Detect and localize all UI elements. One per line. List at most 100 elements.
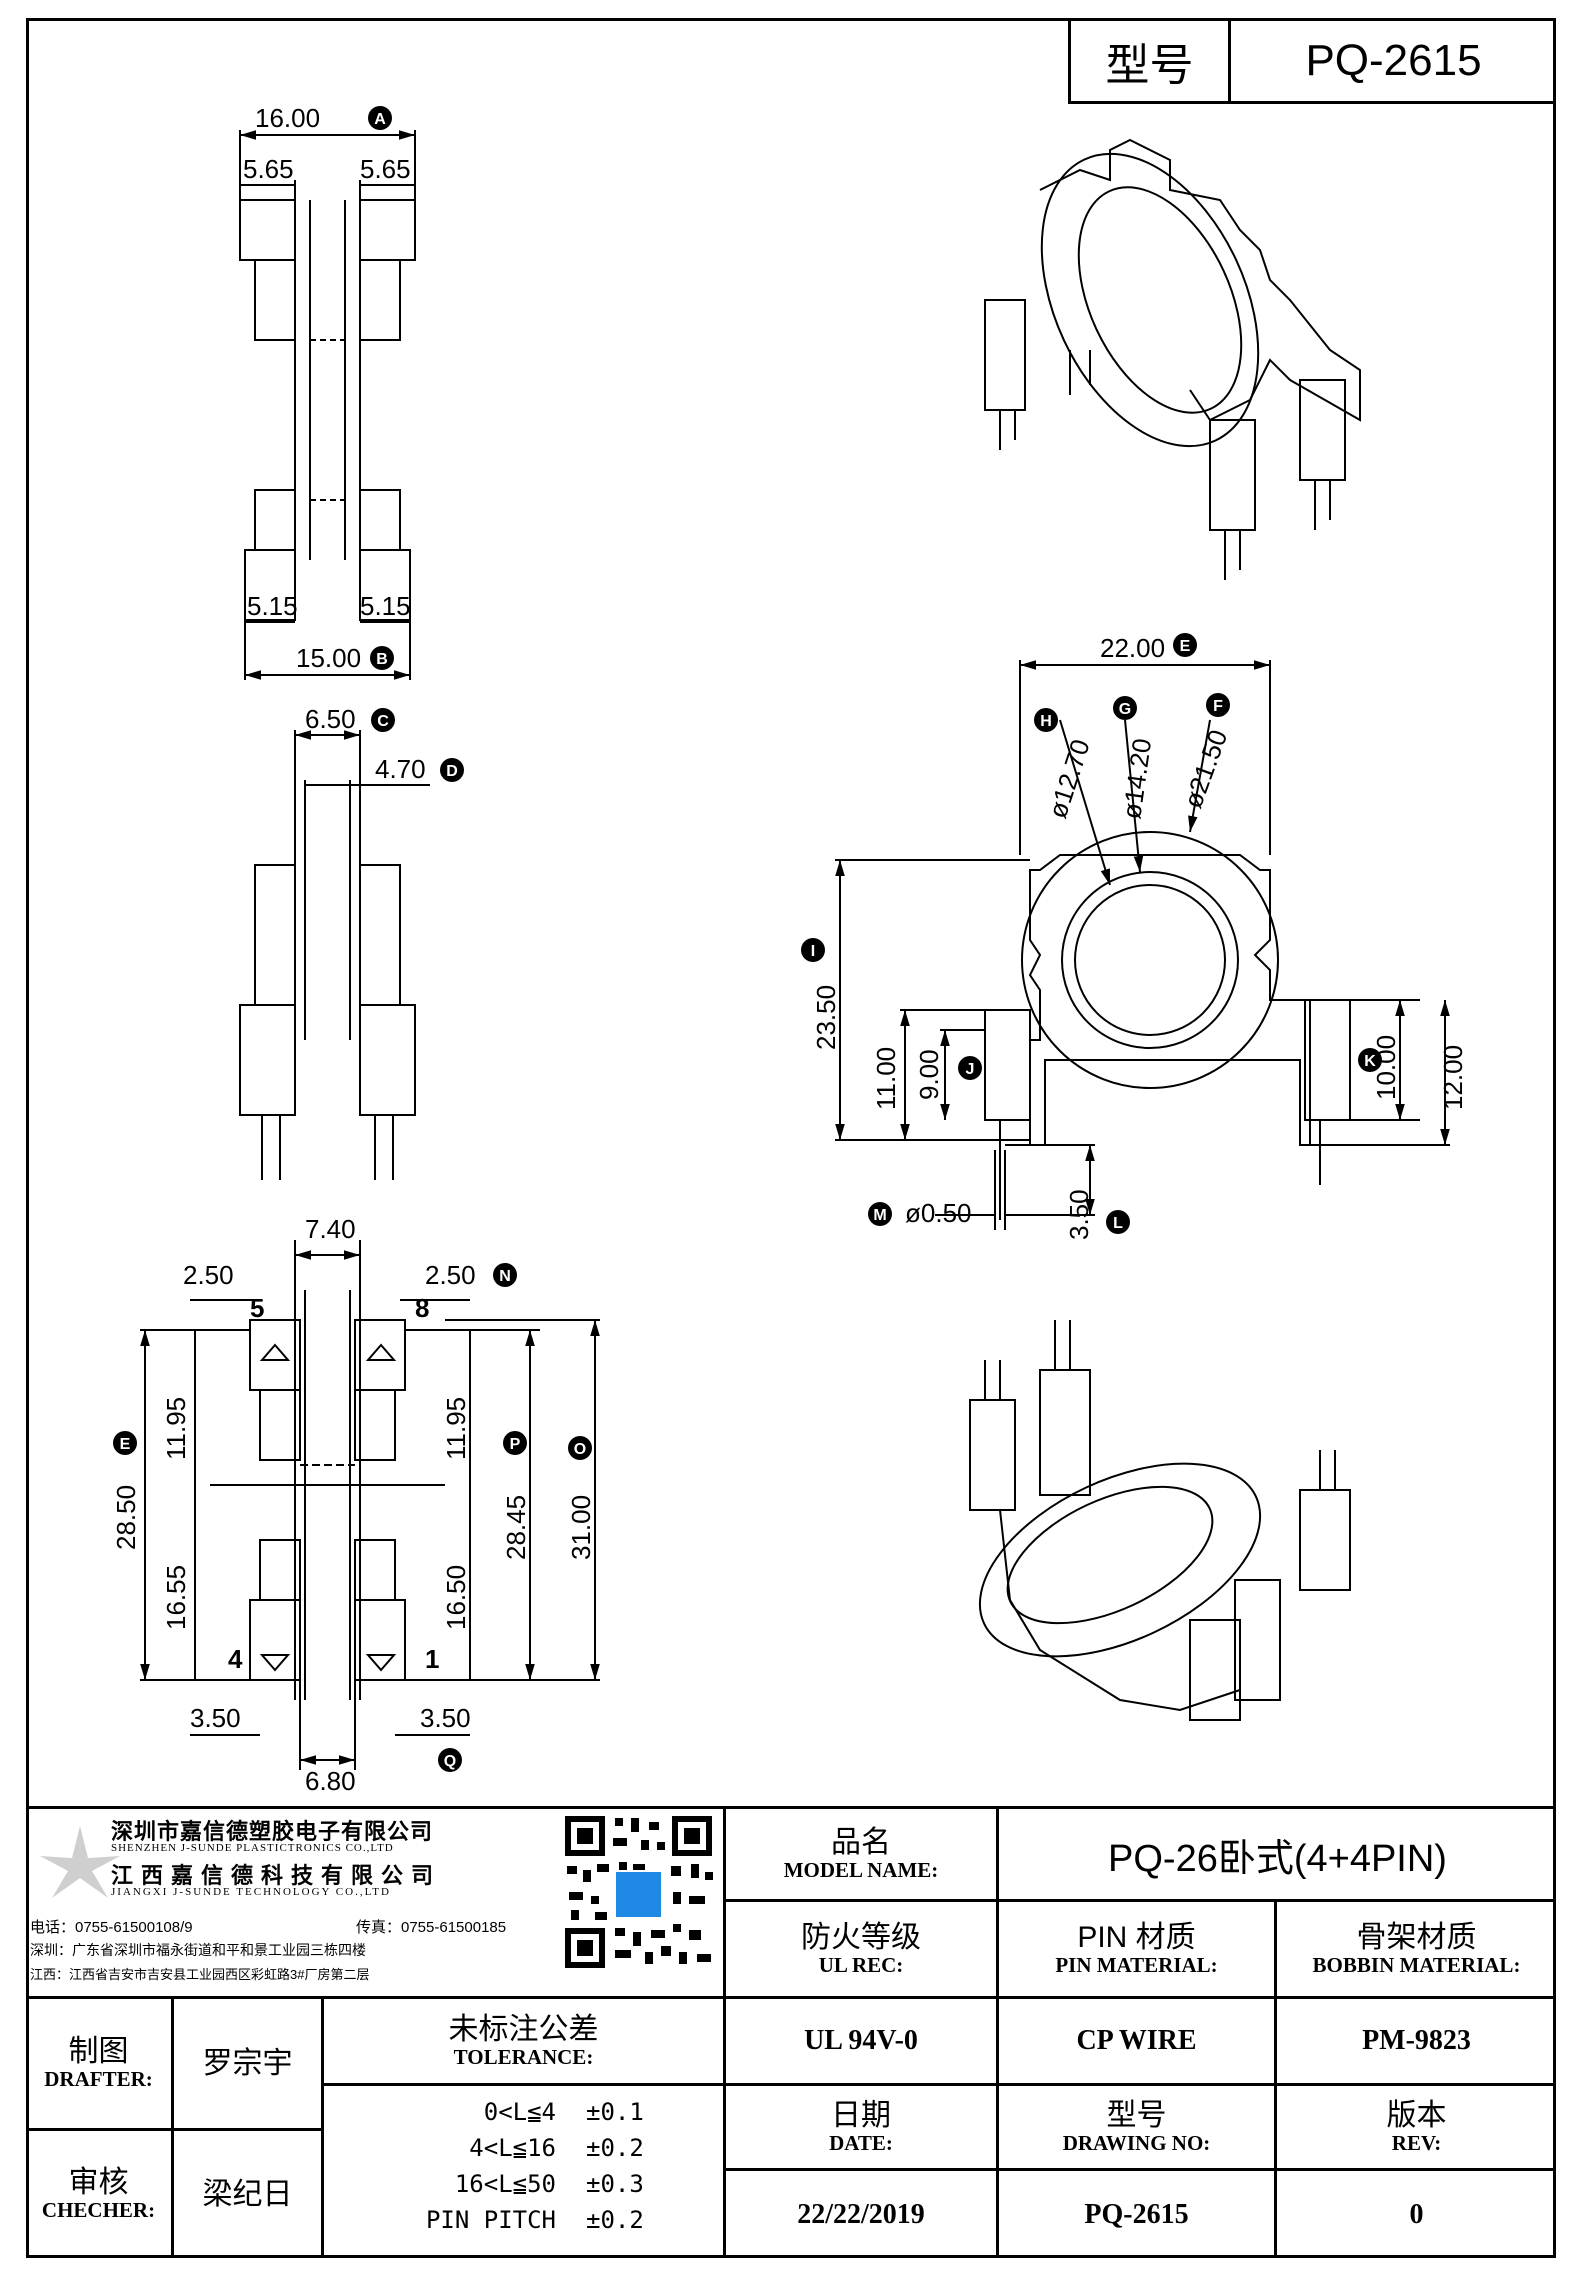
tolerance-table: 0<L≦4±0.1 4<L≦16±0.2 16<L≦50±0.3 PIN PIT…: [356, 2094, 716, 2238]
dim-P-28: 28.45: [501, 1495, 531, 1560]
company-logo: [40, 1826, 120, 1898]
tolerance-label: 未标注公差 TOLERANCE:: [448, 2012, 599, 2069]
pin-5: 5: [250, 1293, 264, 1323]
company-name-cn-2: 江西嘉信德科技有限公司: [111, 1863, 442, 1888]
company-address-jx: 江西：江西省吉安市吉安县工业园西区彩虹路3#厂房第二层: [30, 1967, 370, 1982]
date-label: 日期 DATE:: [829, 2098, 893, 2155]
dim-right-bottom: 5.15: [360, 591, 411, 621]
dim-C: 6.50: [305, 704, 356, 734]
dim-I: 23.50: [811, 985, 841, 1050]
callout-E: E: [1173, 633, 1197, 657]
svg-text:E: E: [120, 1436, 131, 1453]
callout-D: D: [440, 758, 464, 782]
header-model-box: 型号 PQ-2615: [1068, 20, 1553, 104]
technical-drawing: 16.00 5.65 5.65 5.15 5.15 15.00 6.50 4.7…: [111, 103, 1468, 1796]
qr-code: [561, 1812, 716, 1972]
dim-right-top: 5.65: [360, 154, 411, 184]
date-value: 22/22/2019: [797, 2198, 925, 2230]
callout-H: H: [1034, 708, 1058, 732]
title-block: 深圳市嘉信德塑胶电子有限公司 SHENZHEN J-SUNDE PLASTICT…: [26, 1806, 1556, 2258]
callout-I: I: [801, 938, 825, 962]
svg-text:J: J: [966, 1061, 975, 1078]
drawing-no-value: PQ-2615: [1084, 2198, 1189, 2230]
dim-L: 3.50: [1064, 1189, 1094, 1240]
tolerance-row: 16<L≦50±0.3: [454, 2170, 644, 2198]
callout-N: N: [493, 1263, 517, 1287]
svg-text:H: H: [1040, 713, 1052, 730]
svg-text:Q: Q: [444, 1753, 456, 1770]
company-name-cn-1: 深圳市嘉信德塑胶电子有限公司: [111, 1819, 434, 1844]
isometric-view-bottom: [969, 1320, 1351, 1721]
dim-M: ø0.50: [905, 1198, 972, 1228]
header-model-value: PQ-2615: [1305, 35, 1482, 85]
company-block: 深圳市嘉信德塑胶电子有限公司 SHENZHEN J-SUNDE PLASTICT…: [26, 1806, 726, 1996]
dim-F: ø21.50: [1177, 726, 1233, 812]
callout-M: M: [868, 1202, 892, 1226]
svg-text:C: C: [377, 713, 389, 730]
rev-label: 版本 REV:: [1386, 2098, 1447, 2155]
model-name-label: 品名 MODEL NAME:: [783, 1825, 939, 1882]
svg-text:D: D: [446, 763, 458, 780]
svg-text:P: P: [510, 1436, 521, 1453]
tolerance-row: 0<L≦4±0.1: [483, 2098, 644, 2126]
pin-4: 4: [228, 1644, 243, 1674]
drawing-frame: [26, 18, 1556, 2258]
dim-J-outer: 11.00: [871, 1047, 901, 1110]
svg-text:I: I: [811, 943, 815, 960]
dim-E-28: 28.50: [111, 1485, 141, 1550]
dim-left-lower: 16.55: [161, 1565, 191, 1630]
callout-K: K: [1358, 1048, 1382, 1072]
pin-8: 8: [415, 1293, 429, 1323]
top-view: [239, 130, 416, 680]
dim-A: 16.00: [255, 103, 320, 133]
dim-left-upper: 11.95: [161, 1397, 191, 1460]
company-name-en-2: JIANGXI J-SUNDE TECHNOLOGY CO.,LTD: [111, 1886, 391, 1898]
front-view: [835, 660, 1450, 1230]
bobbin-material-label: 骨架材质 BOBBIN MATERIAL:: [1312, 1920, 1521, 1977]
dim-right-pin: 2.50: [425, 1260, 476, 1290]
callout-C: C: [371, 708, 395, 732]
dim-left-pin: 2.50: [183, 1260, 234, 1290]
model-name-value: PQ-26卧式(4+4PIN): [1108, 1837, 1447, 1880]
checker-label: 审核 CHECHER:: [41, 2166, 156, 2223]
pin-material-value: CP WIRE: [1076, 2025, 1197, 2056]
bottom-view: [140, 1240, 600, 1770]
company-fax: 传真：0755-61500185: [356, 1919, 507, 1936]
company-phone: 电话：0755-61500108/9: [30, 1919, 193, 1936]
dim-right-lower: 16.50: [441, 1565, 471, 1630]
callout-L: L: [1106, 1210, 1130, 1234]
svg-text:B: B: [376, 651, 388, 668]
drafter-value: 罗宗宇: [202, 2047, 293, 2080]
company-name-en-1: SHENZHEN J-SUNDE PLASTICTRONICS CO.,LTD: [111, 1842, 394, 1854]
dim-left-bottom: 5.15: [247, 591, 298, 621]
dim-left-top: 5.65: [243, 154, 294, 184]
svg-text:L: L: [1113, 1215, 1123, 1232]
callout-A: A: [368, 106, 392, 130]
dim-G: ø14.20: [1116, 736, 1157, 820]
bobbin-material-value: PM-9823: [1362, 2025, 1471, 2056]
callout-G: G: [1113, 696, 1137, 720]
dim-D: 4.70: [375, 754, 426, 784]
side-view: [239, 730, 430, 1180]
dim-right-upper: 11.95: [441, 1397, 471, 1460]
dim-E: 22.00: [1100, 633, 1165, 663]
tolerance-row: 4<L≦16±0.2: [469, 2134, 644, 2162]
isometric-view-top: [984, 138, 1361, 580]
drafter-label: 制图 DRAFTER:: [44, 2035, 153, 2092]
ul-value: UL 94V-0: [804, 2025, 918, 2056]
dim-J: 9.00: [914, 1049, 944, 1100]
dim-Q: 6.80: [305, 1766, 356, 1796]
callout-F: F: [1206, 693, 1230, 717]
dim-center: 7.40: [305, 1214, 356, 1244]
header-model-label: 型号: [1071, 20, 1231, 101]
dim-K-outer: 12.00: [1438, 1045, 1468, 1110]
checker-value: 梁纪日: [202, 2178, 293, 2211]
callout-E-left: E: [113, 1431, 137, 1455]
drawing-no-label: 型号 DRAWING NO:: [1062, 2098, 1211, 2155]
svg-text:K: K: [1364, 1053, 1376, 1070]
dim-bottom-left: 3.50: [190, 1703, 241, 1733]
dim-B: 15.00: [296, 643, 361, 673]
callout-J: J: [958, 1056, 982, 1080]
pin-material-label: PIN 材质 PIN MATERIAL:: [1055, 1920, 1218, 1977]
rev-value: 0: [1409, 2198, 1424, 2230]
